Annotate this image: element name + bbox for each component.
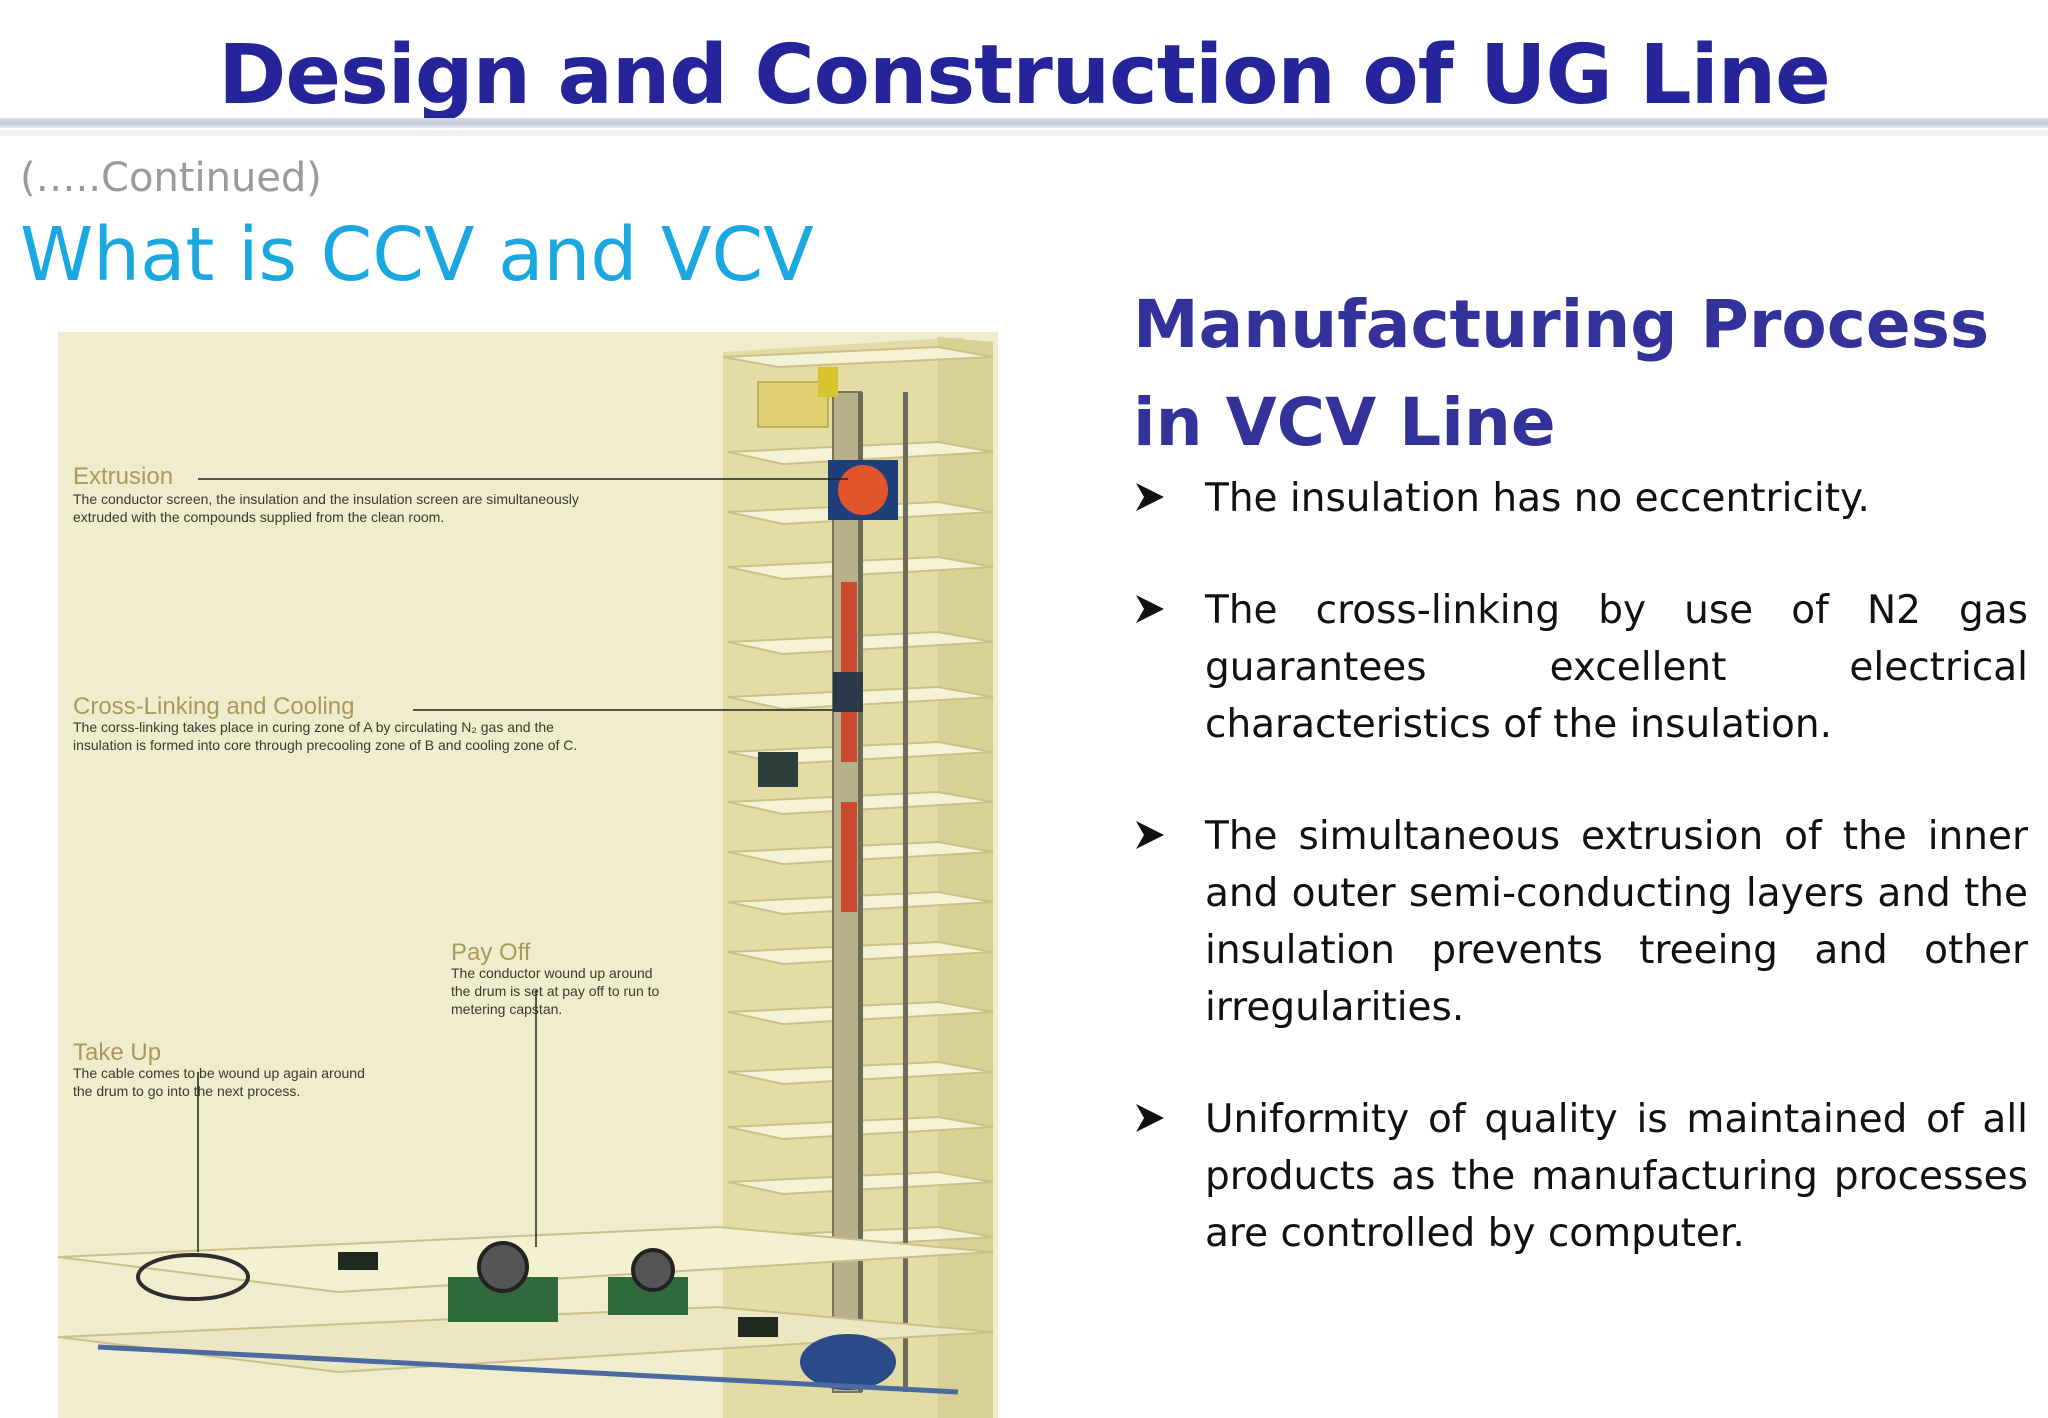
control-cabinet [758, 752, 798, 787]
label-payoff-heading: Pay Off [451, 939, 531, 966]
label-takeup-line: the drum to go into the next process. [73, 1083, 300, 1099]
continued-note: (…..Continued) [20, 155, 322, 201]
arrow-bullet-icon [1136, 595, 1164, 623]
label-takeup-heading: Take Up [73, 1039, 161, 1066]
cable-path [97, 1344, 959, 1395]
label-payoff-line: metering capstan. [451, 1001, 562, 1017]
vcv-tower-diagram: Extrusion The conductor screen, the insu… [58, 332, 998, 1418]
bullet-text: The simultaneous extrusion of the inner … [1205, 814, 2028, 1030]
label-crosslink-line: The corss-linking takes place in curing … [73, 719, 554, 735]
label-takeup-line: The cable comes to be wound up again aro… [73, 1065, 365, 1081]
slide-title: Design and Construction of UG Line [218, 28, 1830, 123]
tower-side [938, 337, 993, 1418]
label-payoff-line: The conductor wound up around [451, 965, 653, 981]
top-hopper [757, 381, 829, 428]
bullet-item: The simultaneous extrusion of the inner … [1133, 808, 2028, 1036]
bullet-text: The cross-linking by use of N2 gas guara… [1205, 588, 2028, 747]
bullet-text: Uniformity of quality is maintained of a… [1205, 1097, 2028, 1256]
take-up-drum [136, 1253, 250, 1301]
title-divider-shadow [0, 130, 2048, 136]
bullet-text: The insulation has no eccentricity. [1205, 476, 1870, 521]
label-crosslink-line: insulation is formed into core through p… [73, 737, 577, 753]
leader-lines [197, 478, 848, 1252]
title-divider [0, 118, 2048, 128]
arrow-bullet-icon [1136, 821, 1164, 849]
section-subtitle: What is CCV and VCV [20, 212, 814, 298]
pay-off-drum [477, 1241, 529, 1293]
label-extrusion-heading: Extrusion [73, 463, 173, 490]
capstan-wheel [800, 1334, 896, 1390]
process-title: Manufacturing Process in VCV Line [1133, 286, 1990, 461]
label-crosslink-heading: Cross-Linking and Cooling [73, 693, 354, 720]
arrow-bullet-icon [1136, 483, 1164, 511]
bullet-item: The insulation has no eccentricity. [1133, 470, 2028, 527]
label-payoff-line: the drum is set at pay off to run to [451, 983, 660, 999]
bullet-item: The cross-linking by use of N2 gas guara… [1133, 582, 2028, 753]
bullet-list: The insulation has no eccentricity. The … [1133, 470, 2028, 1317]
extruder-core [838, 465, 888, 515]
arrow-bullet-icon [1136, 1104, 1164, 1132]
bullet-item: Uniformity of quality is maintained of a… [1133, 1091, 2028, 1262]
label-extrusion-line: extruded with the compounds supplied fro… [73, 509, 444, 525]
label-extrusion-line: The conductor screen, the insulation and… [73, 491, 579, 507]
